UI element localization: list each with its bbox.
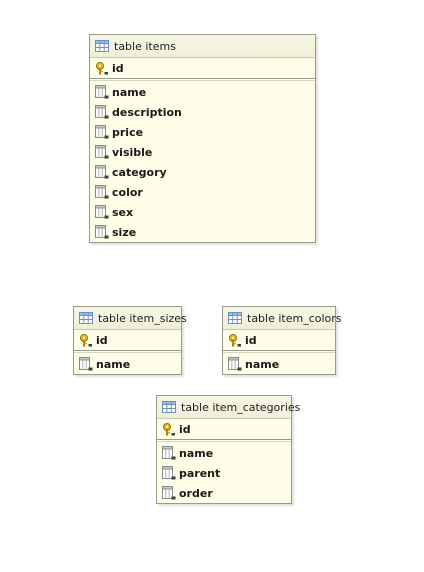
field-row[interactable]: parent <box>157 463 291 483</box>
column-icon <box>95 205 109 219</box>
field-row[interactable]: color <box>90 182 315 202</box>
column-icon <box>162 486 176 500</box>
table-item-colors[interactable]: table item_colors id name <box>222 306 342 375</box>
field-name: name <box>179 446 214 460</box>
key-icon <box>96 62 108 75</box>
fields-section: name description price visible category … <box>90 79 315 242</box>
primary-key-section: id <box>74 330 181 353</box>
table-title: table items <box>114 39 176 53</box>
field-name: visible <box>112 145 153 159</box>
primary-key-section: id <box>90 58 315 81</box>
field-name: color <box>112 185 143 199</box>
field-row[interactable]: name <box>90 82 315 102</box>
column-icon <box>162 446 176 460</box>
field-row[interactable]: price <box>90 122 315 142</box>
field-name: parent <box>179 466 221 480</box>
pk-row[interactable]: id <box>223 330 335 350</box>
table-grid-icon <box>162 401 176 413</box>
column-icon <box>79 357 93 371</box>
field-row[interactable]: name <box>223 354 335 374</box>
column-icon <box>95 105 109 119</box>
table-grid-icon <box>79 312 93 324</box>
column-icon <box>95 125 109 139</box>
column-icon <box>95 145 109 159</box>
field-row[interactable]: order <box>157 483 291 503</box>
table-title: table item_sizes <box>98 311 187 325</box>
field-row[interactable]: visible <box>90 142 315 162</box>
table-item-categories-header[interactable]: table item_categories <box>157 396 300 419</box>
column-icon <box>162 466 176 480</box>
field-name: name <box>245 357 280 371</box>
field-row[interactable]: name <box>157 443 291 463</box>
pk-row[interactable]: id <box>74 330 181 350</box>
key-icon <box>163 423 175 436</box>
pk-row[interactable]: id <box>157 419 291 439</box>
field-row[interactable]: sex <box>90 202 315 222</box>
field-name: sex <box>112 205 134 219</box>
column-icon <box>228 357 242 371</box>
table-item-sizes-header[interactable]: table item_sizes <box>74 307 187 330</box>
table-item-colors-header[interactable]: table item_colors <box>223 307 342 330</box>
table-item-sizes[interactable]: table item_sizes id name <box>73 306 187 375</box>
field-row[interactable]: category <box>90 162 315 182</box>
field-row[interactable]: name <box>74 354 181 374</box>
field-name: order <box>179 486 213 500</box>
fields-section: name parent order <box>157 440 291 503</box>
fields-section: name <box>223 351 335 374</box>
table-items-header[interactable]: table items <box>90 35 315 58</box>
field-name: name <box>112 85 147 99</box>
table-title: table item_colors <box>247 311 342 325</box>
pk-name: id <box>179 422 191 436</box>
pk-name: id <box>96 333 108 347</box>
primary-key-section: id <box>157 419 291 442</box>
field-name: name <box>96 357 131 371</box>
pk-name: id <box>245 333 257 347</box>
pk-row[interactable]: id <box>90 58 315 78</box>
table-item-categories[interactable]: table item_categories id name parent ord… <box>156 395 300 504</box>
fields-section: name <box>74 351 181 374</box>
primary-key-section: id <box>223 330 335 353</box>
column-icon <box>95 165 109 179</box>
field-name: category <box>112 165 167 179</box>
table-title: table item_categories <box>181 400 301 414</box>
field-row[interactable]: description <box>90 102 315 122</box>
column-icon <box>95 185 109 199</box>
key-icon <box>80 334 92 347</box>
pk-name: id <box>112 61 124 75</box>
column-icon <box>95 85 109 99</box>
table-grid-icon <box>228 312 242 324</box>
table-grid-icon <box>95 40 109 52</box>
field-row[interactable]: size <box>90 222 315 242</box>
field-name: price <box>112 125 144 139</box>
field-name: description <box>112 105 182 119</box>
field-name: size <box>112 225 137 239</box>
column-icon <box>95 225 109 239</box>
key-icon <box>229 334 241 347</box>
table-items[interactable]: table items id name description price <box>89 34 316 243</box>
